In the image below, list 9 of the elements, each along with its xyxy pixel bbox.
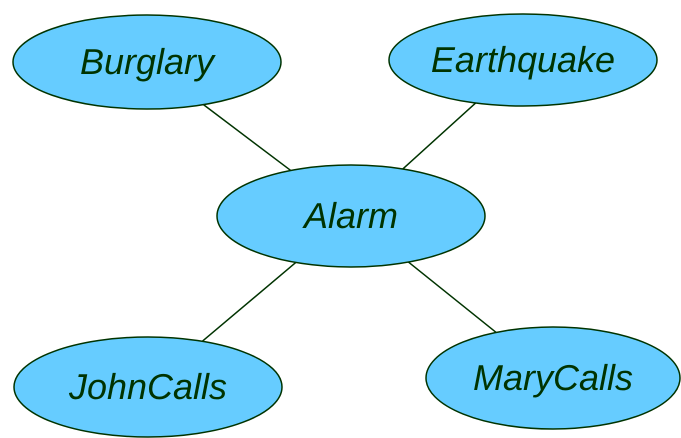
connector-line <box>402 102 476 170</box>
node-label: Alarm <box>301 198 399 234</box>
node-label: Earthquake <box>430 42 616 78</box>
node-label: MaryCalls <box>472 360 634 396</box>
connector-line <box>203 104 292 172</box>
connector-line <box>408 262 497 333</box>
node-label: Burglary <box>78 44 217 80</box>
node-label: JohnCalls <box>68 369 228 405</box>
connector-line <box>202 262 296 342</box>
